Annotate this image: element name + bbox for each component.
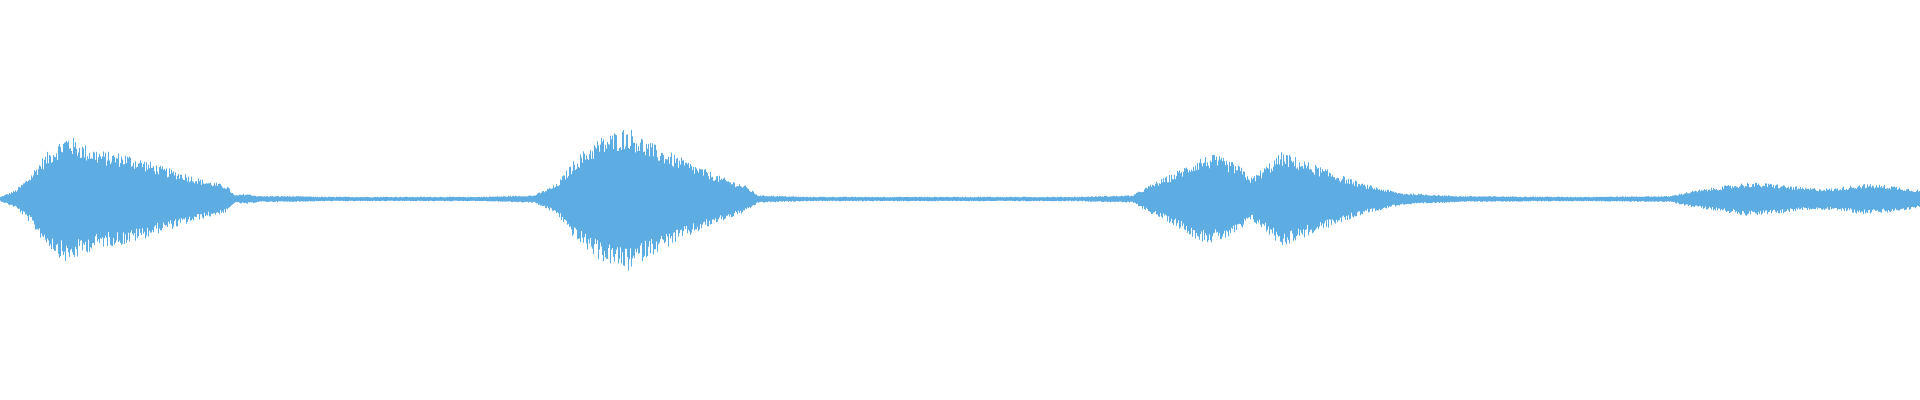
waveform-samples bbox=[0, 129, 1920, 271]
